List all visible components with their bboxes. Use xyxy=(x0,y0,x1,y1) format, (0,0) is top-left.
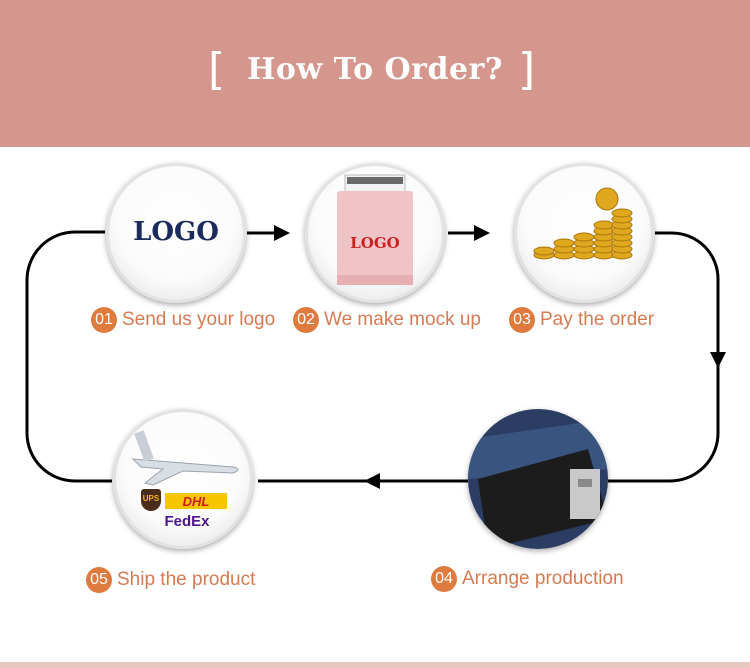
step-5-label: 05 Ship the product xyxy=(86,567,255,593)
step-1-label: 01 Send us your logo xyxy=(91,307,275,333)
step-3-image xyxy=(514,163,654,303)
bottom-strip xyxy=(0,662,750,668)
step-2-label: 02 We make mock up xyxy=(293,307,481,333)
logo-text: LOGO xyxy=(133,217,219,247)
header: [ How To Order? ] xyxy=(0,40,750,110)
page-title: How To Order? xyxy=(247,52,503,87)
arrow-3-4 xyxy=(710,352,726,368)
step-4-number: 04 xyxy=(431,566,457,592)
step-1-image: LOGO xyxy=(106,163,246,303)
header-banner xyxy=(0,0,750,147)
step-2-text: We make mock up xyxy=(324,309,481,330)
flow-line-left-loop xyxy=(25,230,112,483)
step-3-label: 03 Pay the order xyxy=(509,307,654,333)
bracket-right: ] xyxy=(518,44,536,95)
airplane-icon xyxy=(131,430,239,486)
flow-line-right-loop xyxy=(608,231,720,483)
bracket-left: [ xyxy=(208,44,226,95)
arrow-4-5 xyxy=(364,473,380,489)
step-5-image: UPS DHL FedEx xyxy=(113,409,253,549)
step-1-text: Send us your logo xyxy=(122,309,276,330)
dhl-logo: DHL xyxy=(165,493,227,509)
step-5-text: Ship the product xyxy=(117,569,256,590)
step-3-number: 03 xyxy=(509,307,535,333)
mockup-logo-text: LOGO xyxy=(350,234,400,252)
step-5-number: 05 xyxy=(86,567,112,593)
fedex-logo: FedEx xyxy=(164,513,210,530)
step-1-number: 01 xyxy=(91,307,117,333)
ups-logo: UPS xyxy=(141,489,161,511)
step-2-number: 02 xyxy=(293,307,319,333)
step-4-image xyxy=(468,409,608,549)
production-machine-icon xyxy=(468,409,608,549)
step-4-label: 04 Arrange production xyxy=(431,566,624,592)
step-4-text: Arrange production xyxy=(462,568,624,589)
arrow-1-2 xyxy=(274,225,290,241)
arrow-2-3 xyxy=(474,225,490,241)
step-3-text: Pay the order xyxy=(540,309,655,330)
gold-coins-icon xyxy=(533,187,633,260)
step-2-image: LOGO xyxy=(305,163,445,303)
mailer-bag-icon xyxy=(337,174,413,285)
